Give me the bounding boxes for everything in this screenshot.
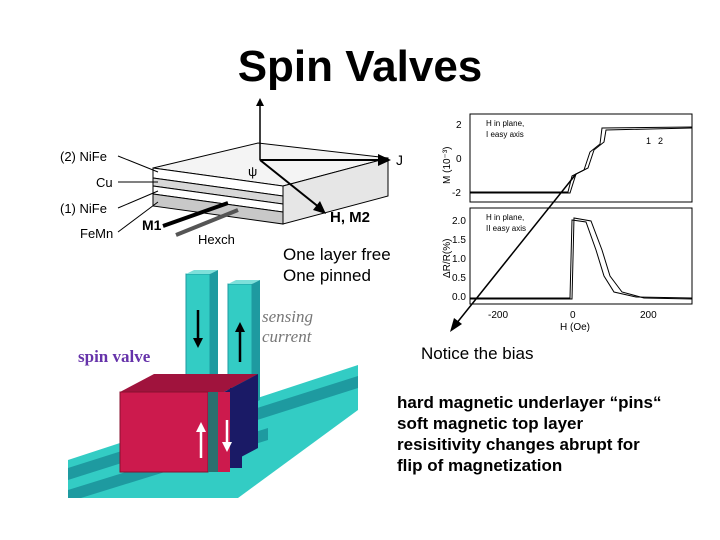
r-xlabel: H (Oe) bbox=[560, 322, 590, 333]
label-femn: FeMn bbox=[80, 226, 113, 241]
r-annotation-2: II easy axis bbox=[486, 224, 526, 233]
m-tick-2: 2 bbox=[456, 120, 462, 131]
m-annotation-2: I easy axis bbox=[486, 130, 524, 139]
m-plot-ylabel: M (10⁻³) bbox=[442, 147, 453, 185]
slide-title: Spin Valves bbox=[237, 42, 483, 91]
label-2-nife: (2) NiFe bbox=[60, 149, 107, 164]
layer-structure-diagram: (2) NiFe Cu (1) NiFe FeMn J ψ H, M2 M1 H… bbox=[60, 98, 403, 247]
m-curve-1 bbox=[470, 126, 693, 193]
m-branch-label-2: 2 bbox=[658, 136, 663, 146]
note-layer-free: One layer free bbox=[283, 245, 391, 264]
m-curve-2 bbox=[470, 127, 693, 194]
r-tick-1-0: 1.0 bbox=[452, 254, 466, 265]
label-m1: M1 bbox=[142, 217, 162, 233]
leader-2-nife bbox=[117, 155, 159, 173]
label-h-m2: H, M2 bbox=[330, 209, 370, 226]
note-layer-pinned: One pinned bbox=[283, 266, 371, 285]
block-spacer bbox=[208, 392, 218, 472]
bias-pointer-line bbox=[455, 173, 577, 325]
r-xtick-neg200: -200 bbox=[488, 310, 508, 321]
bullet-line-1: hard magnetic underlayer “pins“ bbox=[397, 393, 662, 412]
bias-pointer bbox=[450, 173, 577, 332]
r-tick-1-5: 1.5 bbox=[452, 235, 466, 246]
block-free-arrowhead bbox=[222, 442, 232, 452]
label-hexch: Hexch bbox=[198, 232, 235, 247]
r-annotation-1: H in plane, bbox=[486, 213, 524, 222]
r-xtick-0: 0 bbox=[570, 310, 576, 321]
spin-valve-device-drawing: spin valve sensing current bbox=[68, 270, 358, 498]
label-sensing: sensing bbox=[262, 307, 313, 326]
bias-pointer-arrowhead bbox=[450, 318, 462, 332]
note-layers: One layer free One pinned bbox=[283, 244, 391, 286]
current-arrowhead bbox=[378, 154, 391, 166]
bullet-list: hard magnetic underlayer “pins“ soft mag… bbox=[397, 392, 662, 476]
bullet-line-4: flip of magnetization bbox=[397, 456, 563, 475]
label-j: J bbox=[396, 152, 403, 168]
h-m2-arrow bbox=[259, 159, 321, 209]
h-m2-arrowhead bbox=[313, 201, 326, 214]
bullet-line-3: resisitivity changes abrupt for bbox=[397, 435, 640, 454]
leader-1-nife bbox=[117, 190, 159, 209]
note-bias: Notice the bias bbox=[421, 344, 534, 363]
r-xtick-200: 200 bbox=[640, 310, 657, 321]
r-curve-1 bbox=[470, 219, 693, 299]
block-top bbox=[120, 374, 258, 392]
r-tick-0-5: 0.5 bbox=[452, 273, 466, 284]
m-tick-neg2: -2 bbox=[452, 188, 461, 199]
label-cu: Cu bbox=[96, 175, 113, 190]
lead-left-arrowhead bbox=[193, 338, 203, 348]
r-tick-0-0: 0.0 bbox=[452, 292, 466, 303]
z-axis-arrowhead bbox=[256, 98, 264, 106]
m1-arrow bbox=[162, 201, 229, 228]
m-tick-0: 0 bbox=[456, 154, 462, 165]
block-front bbox=[119, 391, 209, 473]
label-1-nife: (1) NiFe bbox=[60, 201, 107, 216]
lead-left-top bbox=[186, 270, 218, 274]
lead-right-arrowhead bbox=[235, 322, 245, 332]
label-psi: ψ bbox=[248, 164, 257, 179]
r-tick-2-0: 2.0 bbox=[452, 216, 466, 227]
m-annotation-1: H in plane, bbox=[486, 119, 524, 128]
label-spin-valve: spin valve bbox=[78, 347, 151, 366]
r-curve-2 bbox=[470, 217, 693, 300]
m-branch-label-1: 1 bbox=[646, 136, 651, 146]
lead-left-side bbox=[210, 270, 218, 394]
label-current: current bbox=[262, 327, 313, 346]
leader-femn bbox=[117, 201, 159, 233]
lead-right-side bbox=[252, 280, 260, 404]
block-pinned-arrowhead bbox=[196, 422, 206, 432]
layer-side-face bbox=[282, 157, 389, 225]
r-plot-ylabel: ΔR/R(%) bbox=[442, 239, 453, 278]
block-pinning-layer bbox=[230, 388, 242, 468]
m-plot-frame bbox=[469, 113, 693, 203]
bullet-line-2: soft magnetic top layer bbox=[397, 414, 584, 433]
measurement-plots: M (10⁻³) 2 0 -2 H in plane, I easy axis … bbox=[442, 113, 693, 333]
r-plot-frame bbox=[469, 207, 693, 305]
lead-right-top bbox=[228, 280, 260, 284]
hexch-arrow bbox=[175, 208, 239, 237]
